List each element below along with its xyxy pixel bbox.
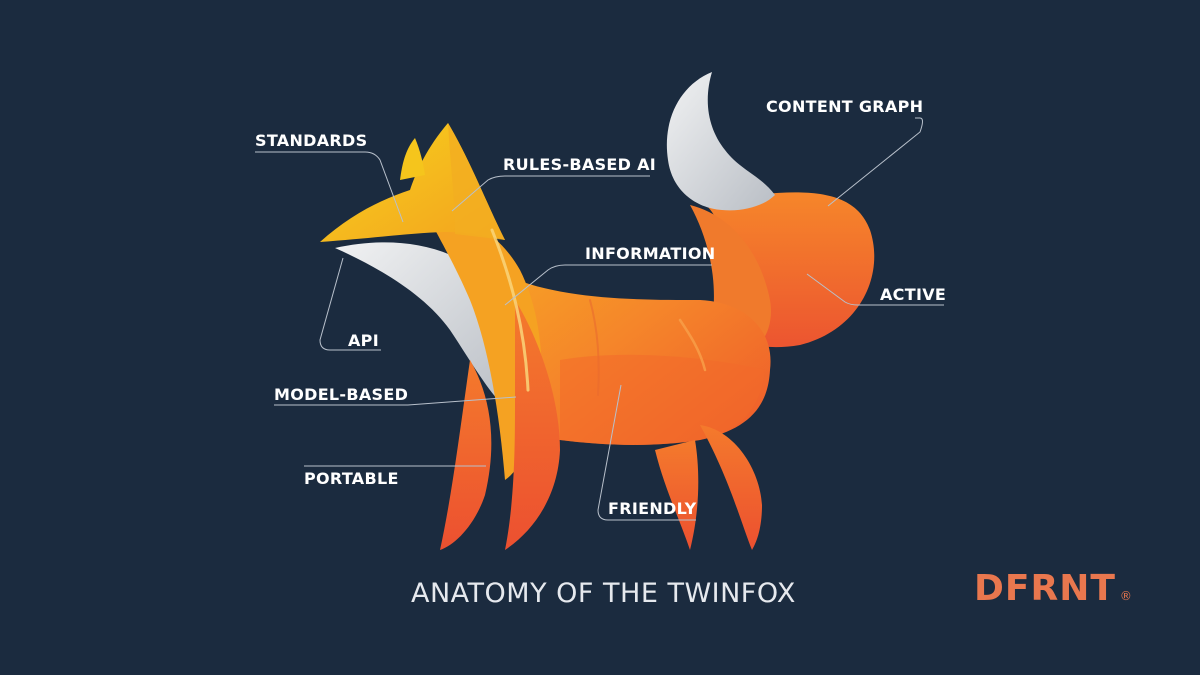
label-content-graph: CONTENT GRAPH xyxy=(766,97,924,116)
callout-lines xyxy=(255,117,944,521)
label-rules-based-ai: RULES-BASED AI xyxy=(503,155,657,174)
back-leg-left xyxy=(655,440,699,550)
head-shade xyxy=(448,123,505,240)
fox-back-legs xyxy=(655,425,762,550)
streak-neck xyxy=(490,228,530,392)
front-leg-front xyxy=(505,300,560,550)
front-leg-back xyxy=(440,360,492,550)
callout-line-active xyxy=(806,273,944,306)
label-information: INFORMATION xyxy=(585,244,716,263)
diagram-title: ANATOMY OF THE TWINFOX xyxy=(411,578,796,609)
brand-name: DFRNT xyxy=(974,568,1116,609)
body-shade xyxy=(560,354,765,445)
fox-neck xyxy=(430,219,542,480)
callout-line-information xyxy=(504,264,712,306)
fox-head xyxy=(320,123,505,242)
callout-line-api xyxy=(319,257,381,351)
label-standards: STANDARDS xyxy=(255,131,368,150)
callout-line-friendly xyxy=(597,384,696,521)
fox-streaks xyxy=(490,228,707,396)
callout-line-model-based xyxy=(274,396,517,406)
streak-shoulder xyxy=(589,299,600,396)
label-active: ACTIVE xyxy=(880,285,947,304)
callout-line-content-graph xyxy=(827,117,923,207)
label-portable: PORTABLE xyxy=(304,469,399,488)
brand-logo: DFRNT ® xyxy=(974,571,1132,607)
fox-front-legs xyxy=(440,300,560,550)
label-model-based: MODEL-BASED xyxy=(274,385,409,404)
registered-mark-icon: ® xyxy=(1119,589,1132,603)
back-leg-right xyxy=(700,425,762,550)
callout-line-rules-based-ai xyxy=(451,175,650,212)
label-friendly: FRIENDLY xyxy=(608,499,697,518)
callout-line-standards xyxy=(255,151,404,223)
fox-ear xyxy=(400,138,425,180)
tail-tip xyxy=(666,72,775,211)
label-api: API xyxy=(348,331,379,350)
streak-body xyxy=(678,318,707,372)
